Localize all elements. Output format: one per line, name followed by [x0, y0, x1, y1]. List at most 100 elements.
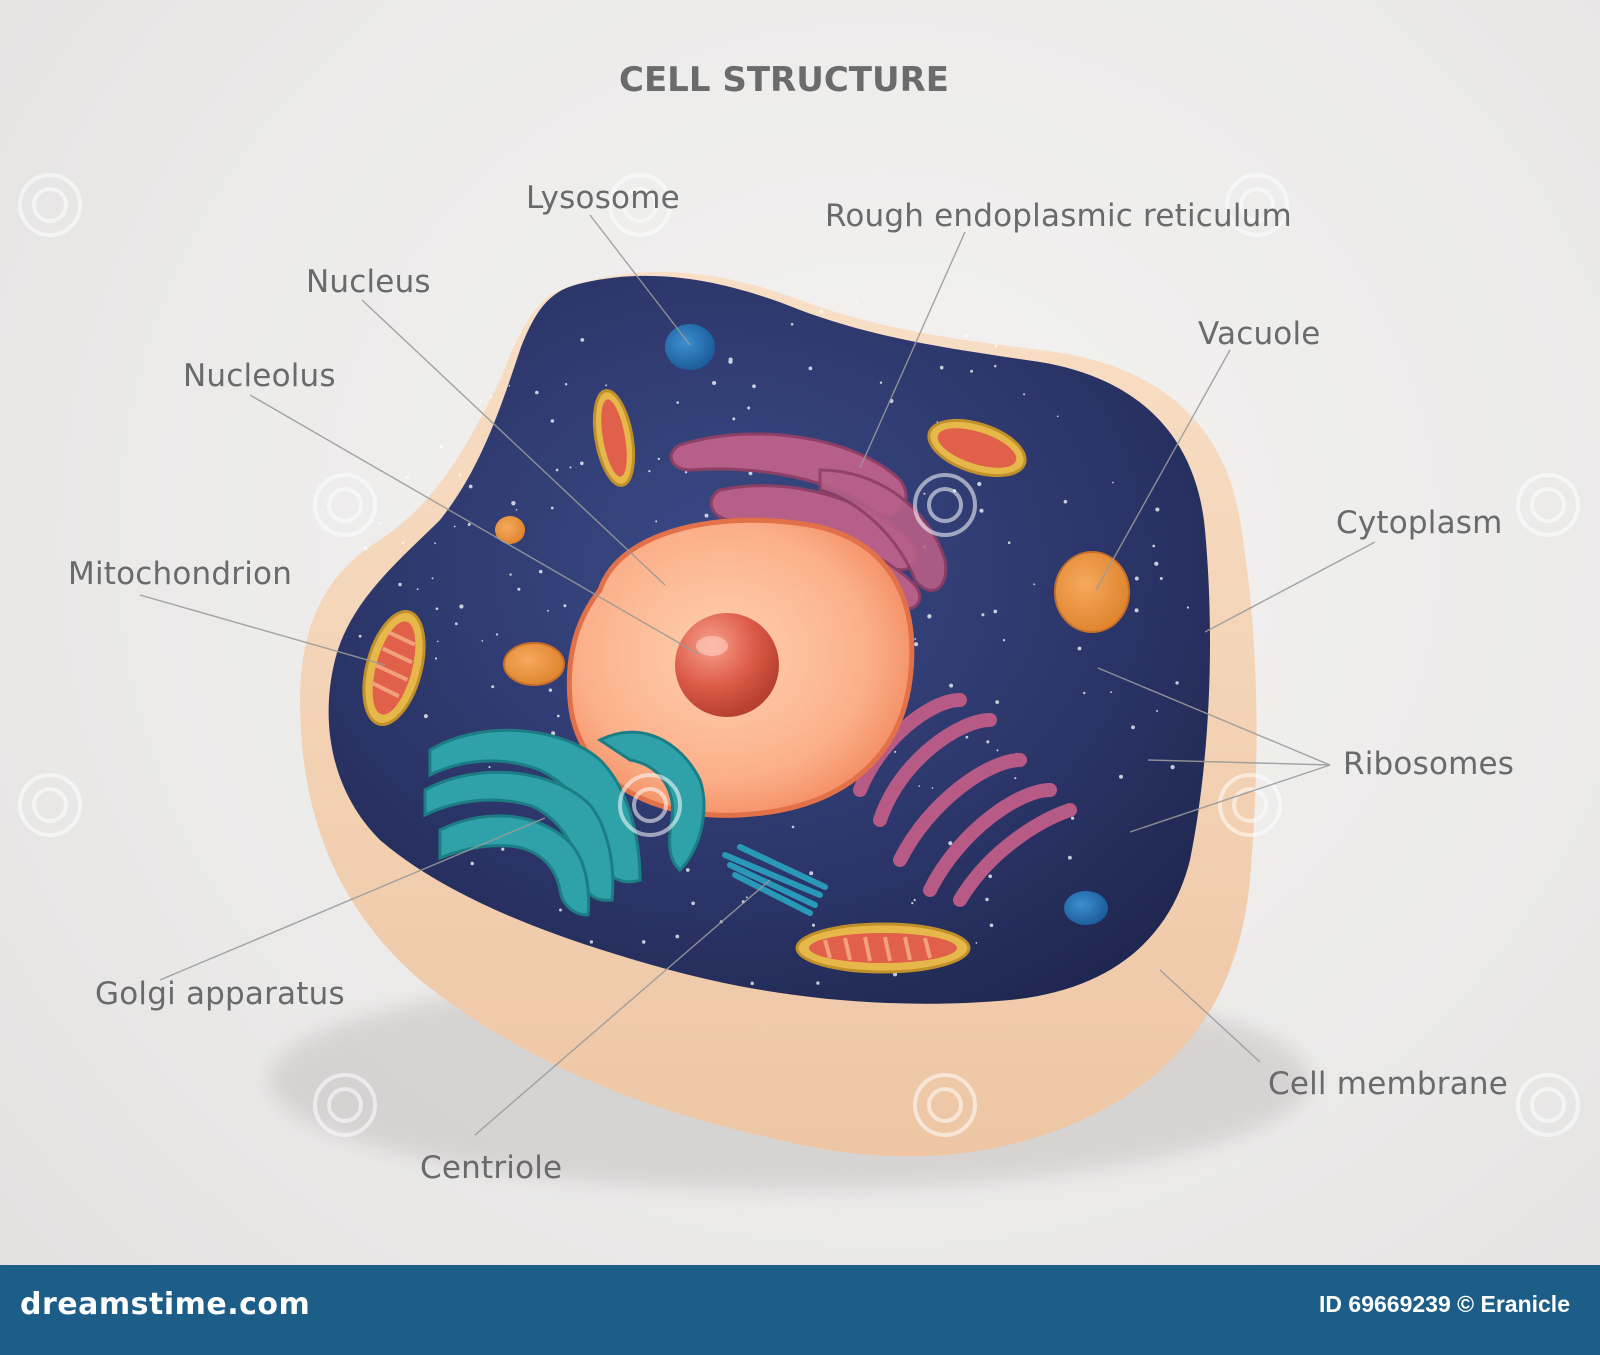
- ribosome-dot: [378, 522, 382, 525]
- ribosome-dot: [559, 908, 562, 912]
- leader-ribosomes-1: [1097, 667, 1331, 766]
- ribosome-dot: [488, 766, 491, 769]
- ribosome-dot: [993, 364, 997, 368]
- ribosome-dot: [1067, 855, 1072, 860]
- ribosome-dot: [1156, 710, 1158, 712]
- label-nucleus: Nucleus: [306, 264, 431, 300]
- ribosome-dot: [1154, 561, 1159, 566]
- ribosome-dot: [1056, 415, 1059, 418]
- ribosome-dot: [939, 365, 944, 370]
- ribosome-dot: [995, 700, 1000, 704]
- ribosome-dot: [1186, 606, 1190, 609]
- diagram-title: CELL STRUCTURE: [619, 60, 949, 100]
- label-ribosomes: Ribosomes: [1343, 746, 1515, 782]
- vesicle-organelle: [1064, 891, 1108, 925]
- ribosome-dot: [752, 384, 756, 389]
- ribosome-dot: [551, 731, 556, 736]
- footer-credit: ID 69669239 © Eranicle: [1319, 1291, 1570, 1317]
- footer-brand-link[interactable]: dreamstime.com: [20, 1287, 311, 1322]
- ribosome-dot: [911, 902, 914, 905]
- ribosome-dot: [467, 522, 471, 527]
- ribosome-dot: [948, 841, 953, 846]
- ribosome-dot: [791, 825, 795, 829]
- nucleolus-organelle: [675, 613, 779, 717]
- ribosome-dot: [1134, 608, 1139, 613]
- ribosome-dot: [555, 468, 559, 472]
- ribosome-dot: [691, 901, 695, 906]
- ribosome-dot: [685, 868, 690, 872]
- ribosome-dot: [434, 657, 438, 660]
- ribosome-dot: [481, 640, 484, 642]
- ribosome-dot: [970, 369, 974, 373]
- mitochondrion-right: [927, 418, 1027, 478]
- ribosome-dot: [657, 457, 661, 461]
- ribosome-dot: [1134, 576, 1139, 581]
- ribosome-dot: [406, 475, 410, 479]
- ribosome-dot: [914, 642, 919, 647]
- footer-bar: dreamstime.com ID 69669239 © Eranicle: [0, 1265, 1600, 1355]
- label-cell-membrane: Cell membrane: [1268, 1066, 1509, 1102]
- label-nucleolus: Nucleolus: [183, 358, 336, 394]
- leader-nucleolus: [249, 394, 701, 656]
- mitochondrion-top: [592, 389, 636, 487]
- leader-cell-membrane: [1159, 969, 1261, 1063]
- ribosome-dot: [1110, 691, 1113, 694]
- ribosome-dot: [914, 638, 917, 640]
- mitochondrion-left: [362, 610, 426, 726]
- ribosome-dot: [550, 419, 555, 423]
- ribosome-dot: [964, 334, 968, 338]
- ribosome-dot: [489, 395, 493, 398]
- ribosome-dot: [508, 384, 511, 387]
- ribosome-dot: [728, 357, 733, 362]
- ribosome-dot: [550, 506, 554, 510]
- ribosome-dot: [684, 471, 688, 474]
- watermark-swirls: [18, 173, 1580, 1137]
- centriole-organelle: [722, 844, 828, 916]
- ribosome-dot: [993, 609, 998, 614]
- ribosome-dot: [434, 542, 437, 545]
- label-rough-er: Rough endoplasmic reticulum: [825, 198, 1292, 234]
- leader-lysosome: [589, 214, 691, 346]
- ribosome-dot: [416, 588, 419, 591]
- ribosome-dot: [458, 473, 462, 477]
- ribosome-dot: [732, 417, 736, 421]
- label-lysosome: Lysosome: [526, 180, 680, 216]
- er-tubules: [853, 693, 1077, 907]
- ribosome-dot: [1152, 544, 1156, 548]
- ribosome-dot: [515, 508, 518, 511]
- ribosome-dot: [747, 406, 751, 410]
- label-cytoplasm: Cytoplasm: [1336, 505, 1503, 541]
- vesicle-orange: [503, 642, 565, 686]
- lysosome-organelle: [665, 324, 715, 370]
- ribosome-dot: [1083, 691, 1086, 695]
- ribosome-dot: [750, 981, 754, 986]
- ribosome-dot: [994, 344, 998, 348]
- label-mitochondrion: Mitochondrion: [68, 556, 293, 592]
- ribosome-dot: [453, 525, 456, 528]
- ribosome-dot: [1033, 583, 1036, 586]
- leader-vacuole: [1095, 349, 1231, 591]
- ribosome-dot: [981, 613, 985, 617]
- ribosome-dot: [589, 940, 594, 944]
- ribosome-dot: [879, 381, 883, 384]
- ribosome-dot: [641, 940, 646, 944]
- ribosome-dot: [1155, 507, 1160, 512]
- ribosome-dot: [655, 520, 658, 523]
- ribosome-dot: [468, 484, 473, 489]
- ribosome-dot: [811, 923, 816, 927]
- nucleolus-highlight: [696, 636, 728, 656]
- ribosome-dot: [398, 582, 402, 587]
- ribosome-dot: [1131, 725, 1135, 730]
- ribosome-dot: [927, 614, 932, 619]
- label-centriole: Centriole: [420, 1150, 563, 1186]
- golgi-organelle: [423, 728, 706, 917]
- leader-mitochondrion: [139, 594, 386, 666]
- ribosome-dot: [977, 481, 982, 487]
- ribosome-dot: [580, 338, 585, 342]
- ribosome-dot: [479, 400, 483, 403]
- vacuole-organelle: [1054, 551, 1130, 633]
- ribosome-dot: [605, 384, 608, 387]
- ribosome-dot: [745, 896, 748, 899]
- ribosome-dot: [1023, 393, 1026, 396]
- ribosome-dot: [358, 634, 362, 638]
